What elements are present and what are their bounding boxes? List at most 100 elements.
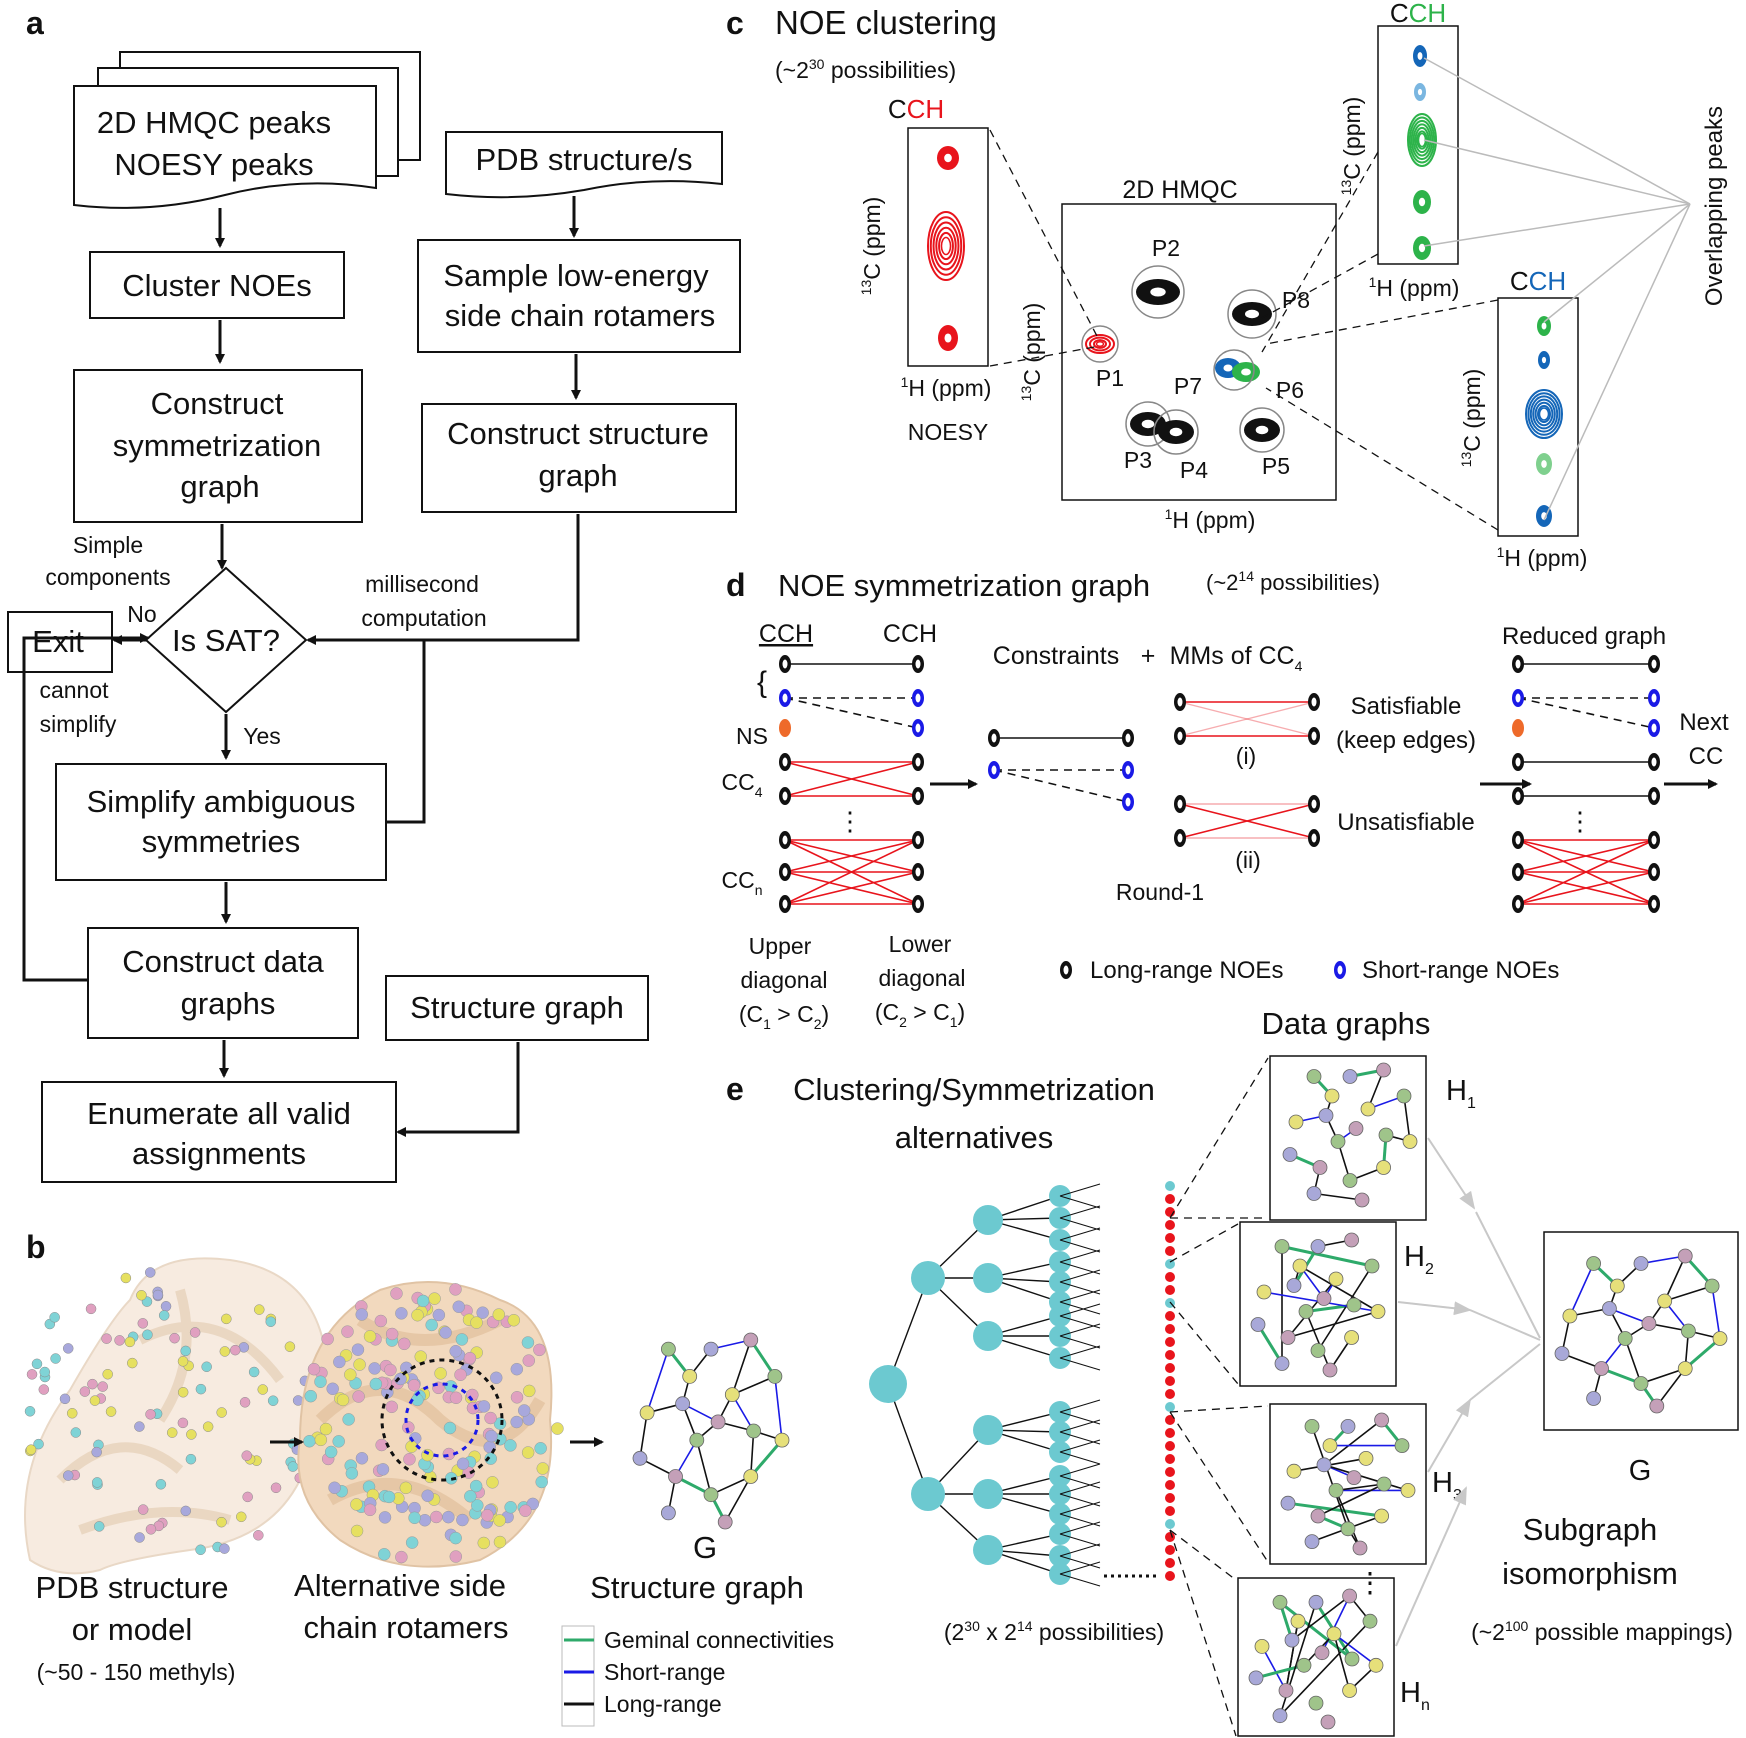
methyl-sphere [66, 1408, 78, 1419]
rotamer-sphere [484, 1452, 497, 1465]
methyl-sphere [142, 1329, 153, 1340]
methyl-sphere [241, 1450, 252, 1461]
methyl-sphere [158, 1310, 170, 1321]
methyl-sphere [195, 1383, 207, 1395]
rotamer-sphere [456, 1513, 469, 1527]
rotamer-sphere [492, 1308, 506, 1321]
graph-edge [1287, 1501, 1382, 1518]
graph-node [1312, 1160, 1328, 1175]
graph-node [1677, 1361, 1693, 1376]
dr-r4 [1648, 787, 1660, 805]
alternative-dot [1165, 1259, 1175, 1269]
dr-r3 [1648, 753, 1660, 771]
p1-peak [1085, 334, 1115, 354]
rotamer-outer-circle [380, 1358, 504, 1482]
graph-node [1314, 1645, 1330, 1661]
graph-h1 [1282, 1062, 1418, 1208]
graph-edge [1285, 1621, 1299, 1691]
yes-label: Yes [243, 723, 281, 749]
rotamer-sphere [471, 1499, 484, 1512]
h1-axis-hmqc: 1H (ppm) [1165, 506, 1256, 533]
rotamer-sphere [363, 1330, 377, 1343]
rotamer-sphere [489, 1371, 503, 1385]
e-possibilities: (230 x 214 possibilities) [944, 1618, 1164, 1645]
c-possibilities: (~230 possibilities) [775, 56, 956, 83]
alternative-dot [1165, 1441, 1175, 1451]
methyl-sphere [160, 1301, 172, 1312]
methyl-sphere [257, 1384, 269, 1395]
graph-node [1272, 1594, 1288, 1610]
c13-axis-green: 13C (ppm) [1338, 97, 1365, 196]
methyl-sphere [216, 1516, 227, 1528]
graph-edge [774, 1376, 783, 1441]
panel-c-label: c [726, 5, 744, 41]
graph-node [1609, 1278, 1625, 1294]
dl-r1 [912, 689, 924, 707]
subgraph-line2: isomorphism [1502, 1556, 1678, 1591]
peak-p5: P5 [1262, 453, 1290, 479]
sample-line2: side chain rotamers [445, 298, 716, 333]
graph-node [1330, 1134, 1346, 1149]
rotamer-sphere [456, 1457, 470, 1471]
alternative-dot [1165, 1506, 1175, 1516]
rotamer-sphere [481, 1509, 494, 1522]
graph-node [1368, 1657, 1384, 1673]
d-ellipsis-left: ⋮ [837, 806, 863, 836]
methyl-sphere [70, 1427, 82, 1438]
rotamer-sphere [399, 1481, 413, 1495]
graph-node [1594, 1361, 1609, 1376]
red-peak-bottom [938, 325, 958, 351]
blue-strip-peak-1 [1537, 316, 1551, 336]
graph-node [1296, 1657, 1312, 1673]
dr-l4 [1512, 787, 1524, 805]
tree-level2-node [973, 1321, 1003, 1351]
rotamer-sphere [351, 1343, 365, 1356]
rotamer-sphere [449, 1531, 462, 1545]
mm1-l0 [1174, 693, 1186, 711]
blue-strip-peak-3 [1525, 389, 1563, 439]
rotamer-sphere [345, 1467, 359, 1480]
methyl-sphere [236, 1511, 247, 1523]
dm-c0r [1122, 729, 1134, 747]
methyl-sphere [79, 1386, 91, 1397]
graph-node [1288, 1114, 1304, 1130]
dm-c1r [1122, 761, 1134, 779]
methyl-sphere [91, 1477, 103, 1488]
p3-peak [1130, 412, 1166, 436]
methyl-sphere [91, 1446, 102, 1458]
lower-line2: diagonal [879, 965, 966, 991]
symm-line1: Construct [151, 386, 284, 421]
peak-p7: P7 [1174, 373, 1202, 399]
structure-graph-e [1554, 1248, 1728, 1414]
rotamer-sphere [432, 1308, 446, 1322]
alternative-dot [1165, 1571, 1175, 1581]
lower-line3: (C2 > C1) [875, 999, 965, 1030]
methyl-sphere [85, 1303, 97, 1315]
structure-graph-caption: Structure graph [590, 1570, 804, 1605]
dr-l3 [1512, 753, 1524, 771]
red-peak-top [937, 146, 959, 170]
cluster-noes-text: Cluster NOEs [122, 268, 311, 303]
e-title-line2: alternatives [895, 1120, 1054, 1155]
blue-strip-peak-4 [1536, 453, 1552, 475]
ns-node [779, 719, 791, 737]
rotamer-sphere [485, 1429, 498, 1443]
graph-node [1326, 1626, 1342, 1642]
rotamer-sphere [407, 1379, 421, 1392]
methyl-sphere [242, 1491, 253, 1503]
graph-node [1586, 1256, 1601, 1271]
methyl-sphere [166, 1427, 178, 1438]
d-ellipsis-right: ⋮ [1567, 806, 1593, 836]
methyl-sphere [230, 1344, 241, 1356]
rotamer-sphere [332, 1435, 345, 1448]
graph-edge [1333, 1633, 1377, 1666]
alternatives-tree [869, 1183, 1160, 1587]
dr-r5 [1648, 831, 1660, 849]
methyl-sphere [239, 1397, 251, 1408]
graph-node [1602, 1301, 1617, 1316]
alternatives-red-dots [1165, 1181, 1175, 1581]
rotamer-sphere [382, 1490, 396, 1504]
rotamer-sphere [385, 1400, 398, 1414]
long-range-noes-label: Long-range NOEs [1090, 957, 1283, 984]
panel-e: e Clustering/Symmetrization alternatives… [726, 1006, 1739, 1737]
